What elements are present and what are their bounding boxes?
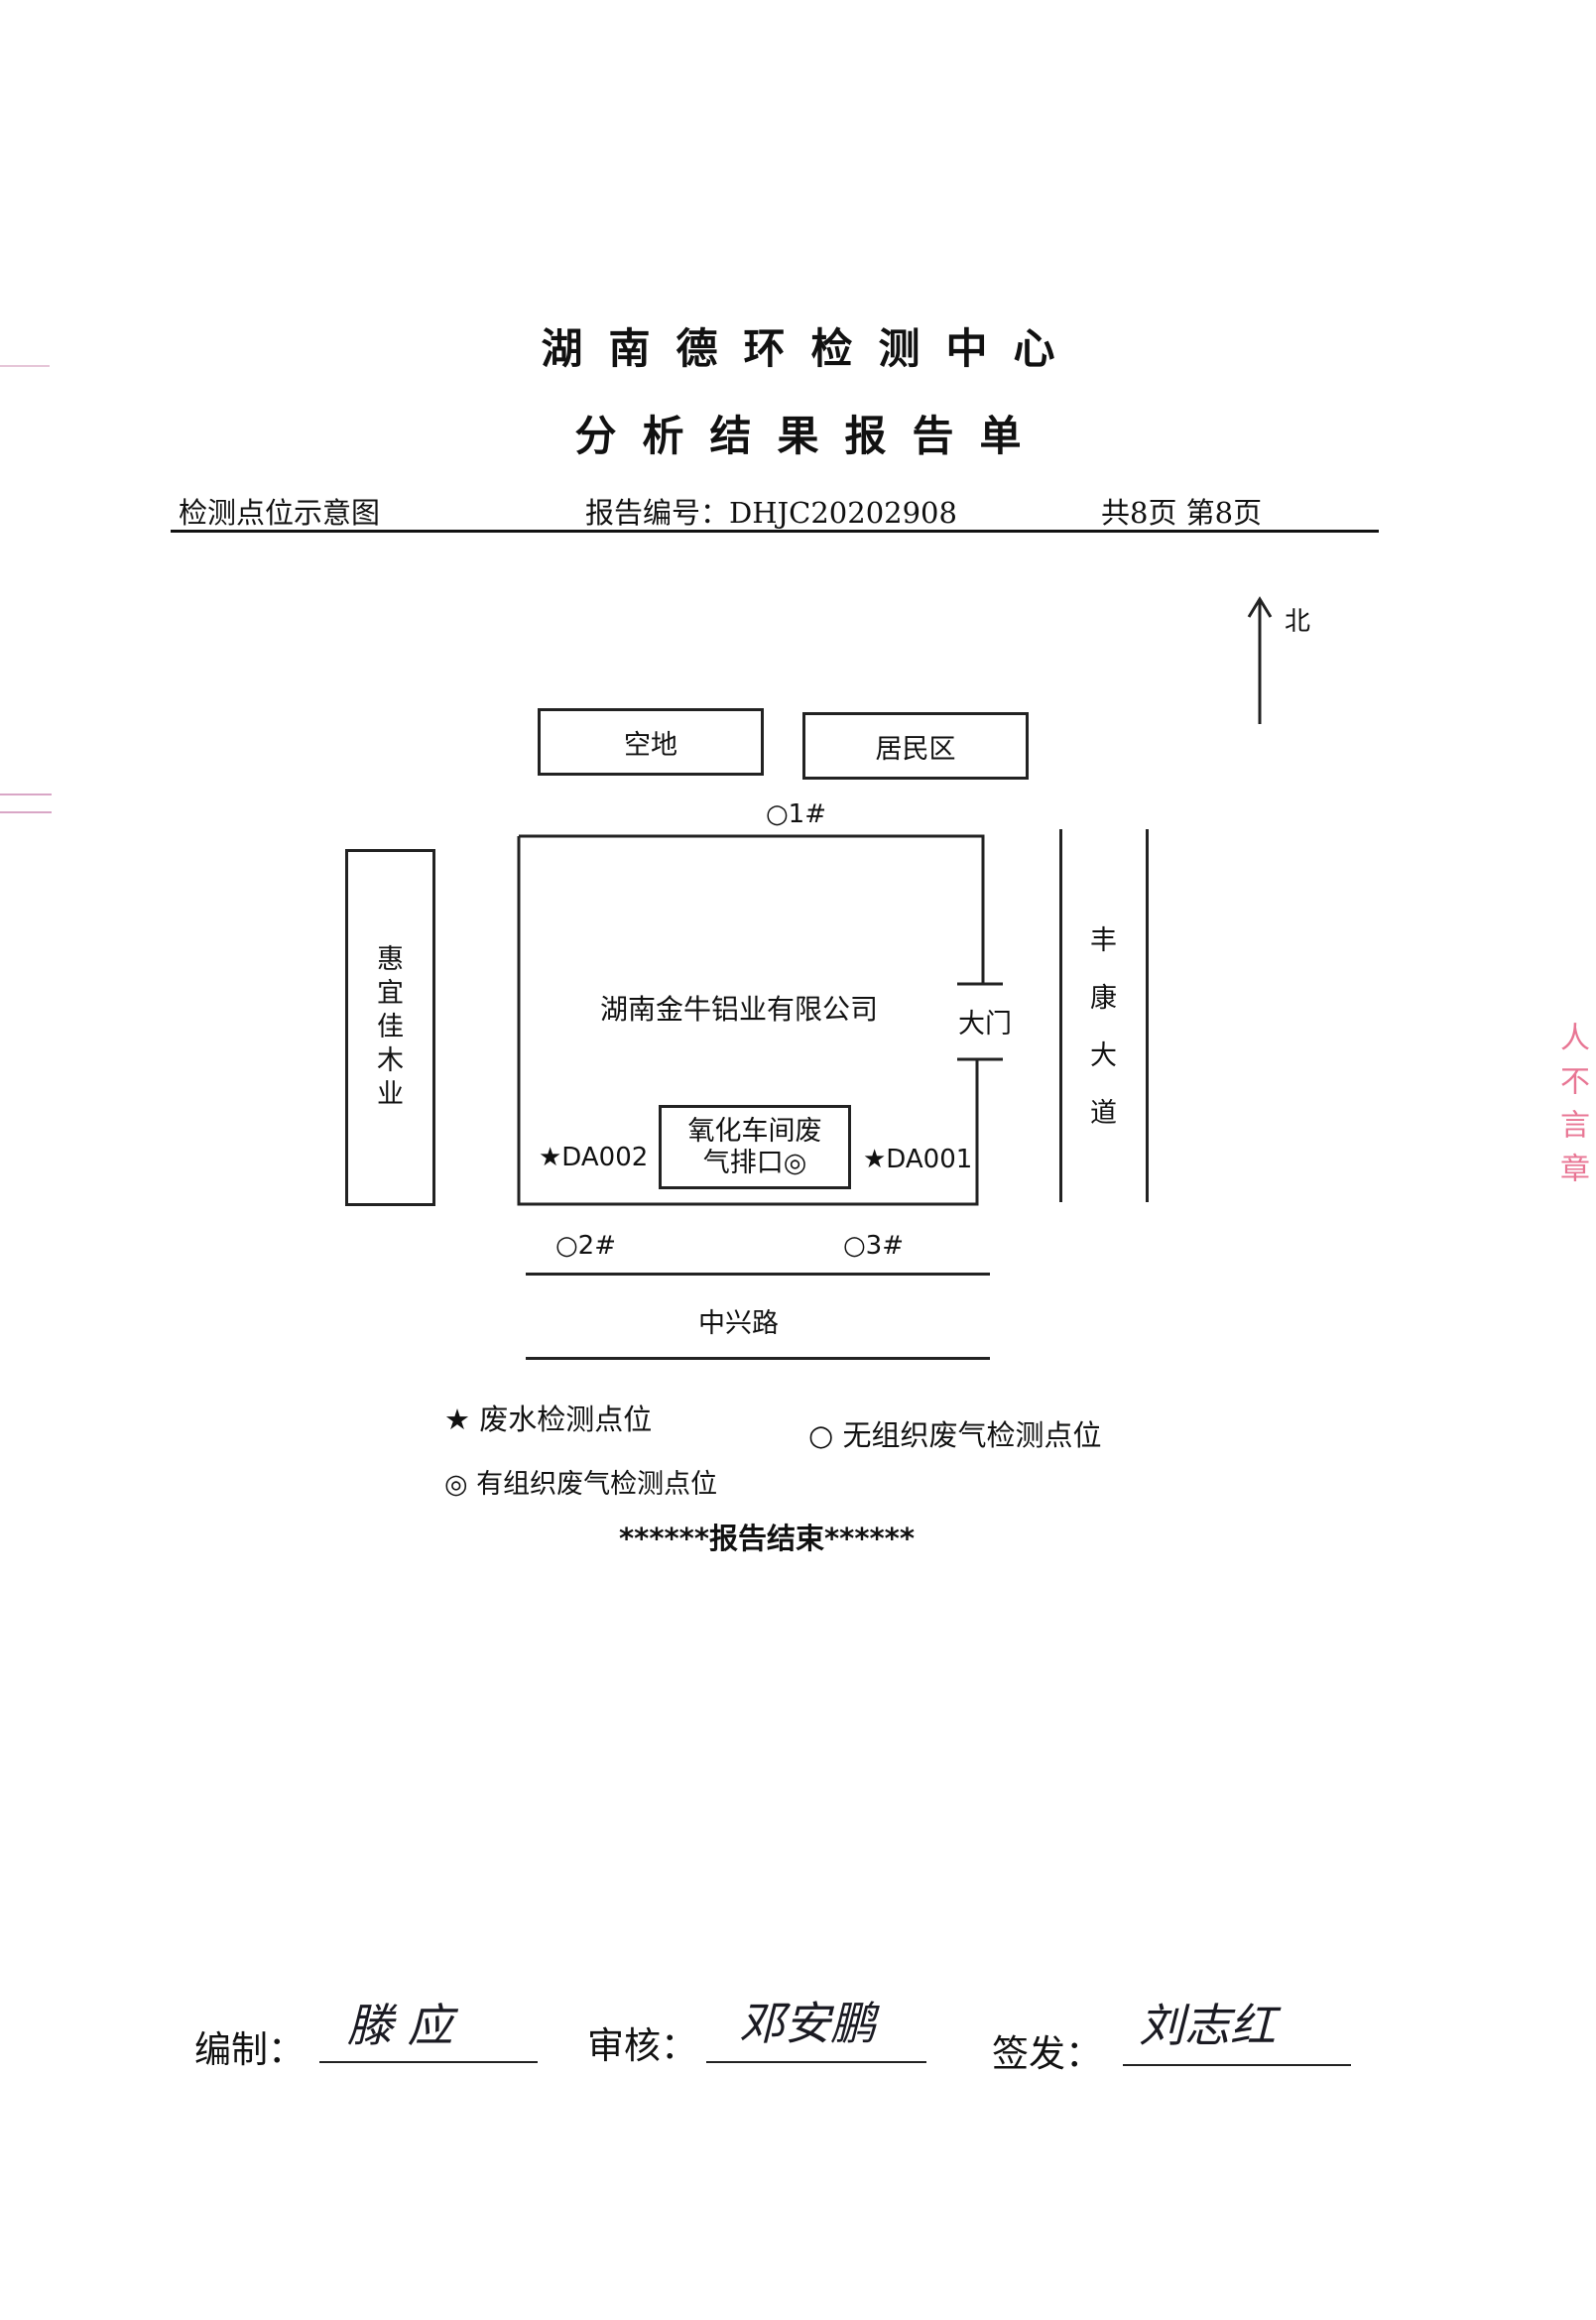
- west-neighbor-char: 惠: [377, 944, 404, 975]
- north-label: 北: [1285, 607, 1311, 637]
- legend-wastewater: ★ 废水检测点位: [444, 1403, 653, 1436]
- issuer-label: 签发：: [992, 2032, 1102, 2075]
- road-east-label: 丰 康 大 道: [1076, 913, 1131, 1143]
- road-east-line-west: [1059, 829, 1062, 1202]
- compiler-label: 编制：: [194, 2028, 305, 2071]
- section-label: 检测点位示意图: [179, 496, 381, 530]
- issuer-signature: 刘志红: [1139, 1999, 1276, 2052]
- road-south-line-south: [526, 1357, 990, 1360]
- point-2: ○2#: [555, 1231, 617, 1261]
- residential-label: 居民区: [875, 733, 956, 765]
- issuer-signature-line: [1123, 2064, 1351, 2066]
- page-count: 共8页 第8页: [1101, 496, 1263, 530]
- legend-fugitive-gas: ○ 无组织废气检测点位: [808, 1418, 1102, 1452]
- header-rule: [171, 530, 1379, 533]
- road-east-char: 大: [1090, 1040, 1117, 1071]
- point-3: ○3#: [843, 1231, 905, 1261]
- org-title: 湖南德环检测中心: [541, 324, 1081, 373]
- company-label: 湖南金牛铝业有限公司: [600, 993, 879, 1026]
- point-da002: ★DA002: [539, 1143, 649, 1172]
- road-east-char: 丰: [1090, 925, 1117, 956]
- company-site-outline: [517, 834, 1003, 1206]
- margin-mark: [0, 811, 52, 813]
- residential-box: 居民区: [802, 712, 1029, 780]
- document-title: 分析结果报告单: [574, 412, 1047, 460]
- empty-lot-box: 空地: [538, 708, 764, 776]
- empty-lot-label: 空地: [624, 729, 677, 761]
- west-neighbor-char: 木: [377, 1045, 404, 1076]
- workshop-label-line1: 氧化车间废: [687, 1115, 822, 1147]
- report-end-note: ******报告结束******: [619, 1522, 915, 1555]
- point-da001: ★DA001: [863, 1145, 973, 1174]
- workshop-exhaust-box: 氧化车间废 气排口◎: [659, 1105, 851, 1189]
- west-neighbor-char: 佳: [377, 1012, 404, 1042]
- road-east-line-east: [1146, 829, 1149, 1202]
- workshop-label-line2: 气排口◎: [702, 1147, 807, 1178]
- compiler-signature-line: [319, 2061, 538, 2063]
- west-neighbor-box: 惠 宜 佳 木 业: [345, 849, 435, 1206]
- west-neighbor-char: 宜: [377, 978, 404, 1009]
- road-south-label: 中兴路: [698, 1308, 779, 1339]
- compiler-signature: 滕 应: [347, 1999, 453, 2052]
- west-neighbor-char: 业: [377, 1079, 404, 1110]
- north-arrow-icon: [1247, 596, 1273, 724]
- road-east-char: 道: [1090, 1098, 1117, 1129]
- reviewer-label: 审核：: [587, 2024, 697, 2067]
- margin-mark: [0, 794, 52, 795]
- gate-label: 大门: [958, 1009, 1012, 1039]
- official-stamp: 人不言章: [1553, 1022, 1589, 1196]
- stamp-text: 人不言章: [1554, 1022, 1589, 1196]
- reviewer-signature-line: [706, 2061, 926, 2063]
- west-neighbor-label: 惠 宜 佳 木 业: [377, 943, 404, 1112]
- report-number: 报告编号：DHJC20202908: [585, 496, 957, 530]
- point-1: ○1#: [766, 799, 827, 829]
- legend-organized-gas: ◎ 有组织废气检测点位: [444, 1469, 718, 1500]
- reviewer-signature: 邓安鹏: [739, 1997, 876, 2050]
- road-east-char: 康: [1090, 983, 1117, 1014]
- road-south-line-north: [526, 1273, 990, 1276]
- margin-mark: [0, 365, 50, 367]
